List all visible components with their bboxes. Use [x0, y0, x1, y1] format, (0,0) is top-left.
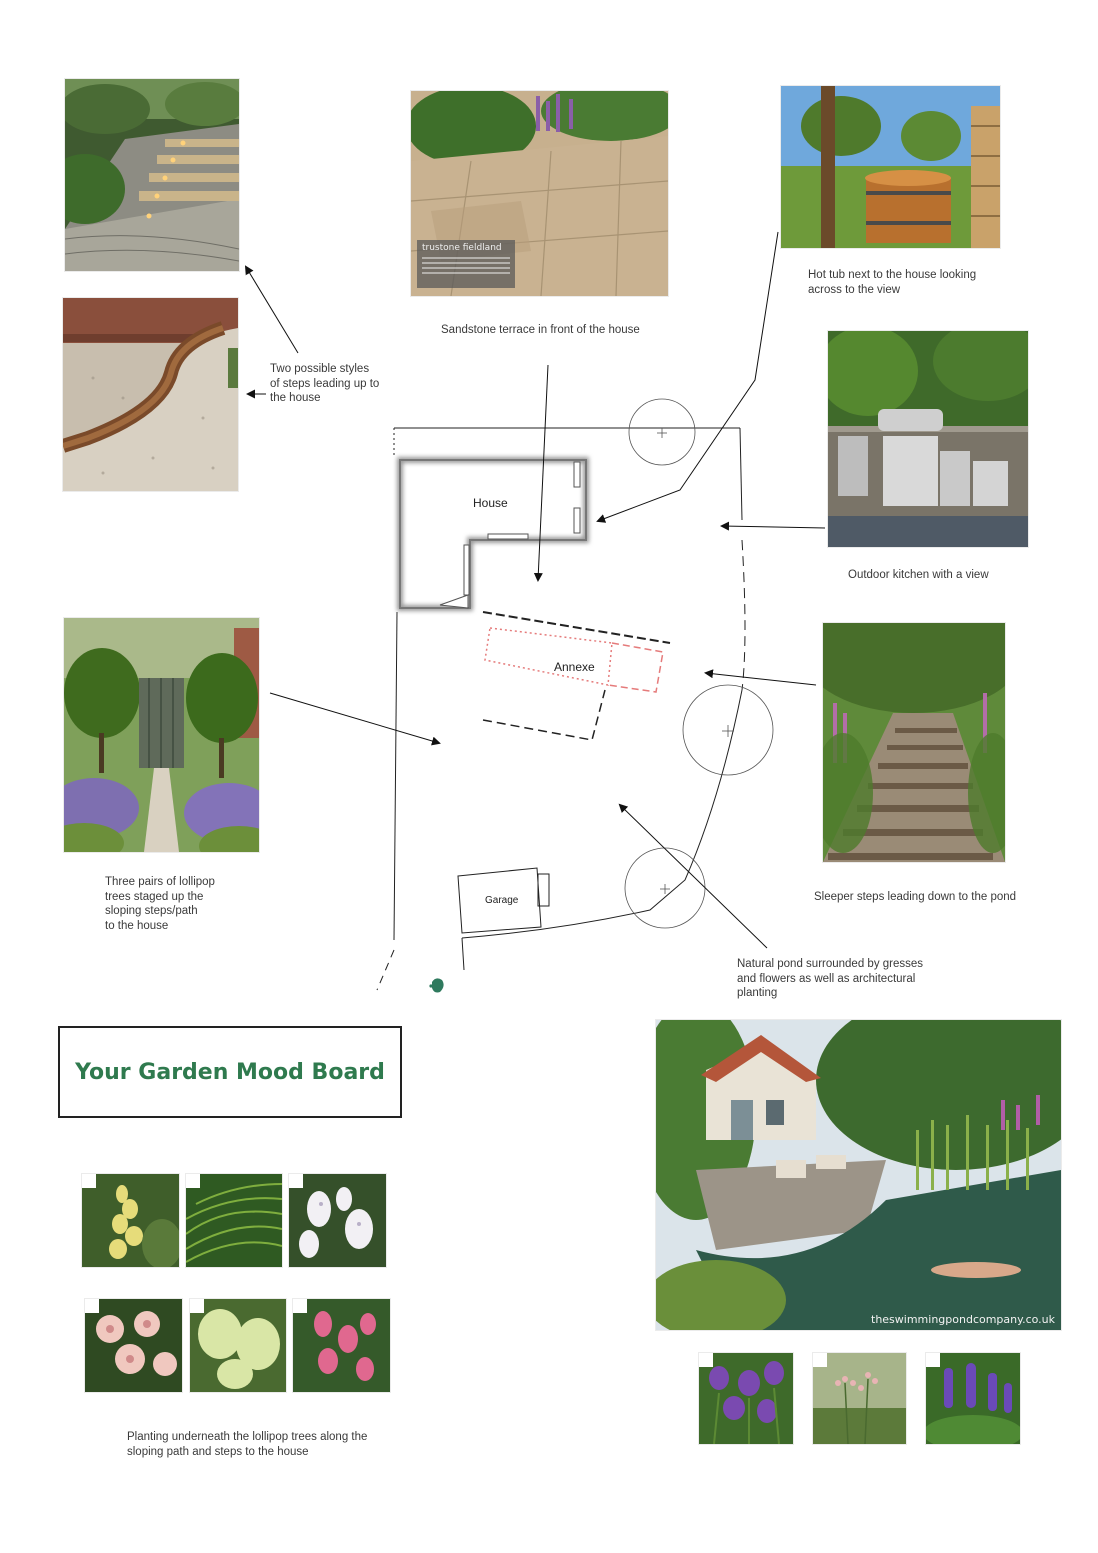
hellebore-image [85, 1299, 182, 1392]
plan-label-house: House [473, 496, 508, 510]
caption-sleeper-steps: Sleeper steps leading down to the pond [814, 891, 1017, 903]
thumb-corner [813, 1353, 827, 1367]
ornamental-grass-image [186, 1174, 282, 1267]
caption-terrace: Sandstone terrace in front of the house [441, 324, 640, 336]
caption-lollipop-trees: Three pairs of lollipop trees staged up … [105, 876, 215, 932]
pond-watermark: theswimmingpondcompany.co.uk [871, 1313, 1055, 1326]
photo-plant-flowering-rush [813, 1353, 906, 1444]
photo-sleeper-steps [823, 623, 1005, 862]
photo-plant-pickerel-weed [926, 1353, 1020, 1444]
thumb-corner [289, 1174, 303, 1188]
house-outline [397, 457, 589, 611]
purple-iris-image [699, 1353, 793, 1444]
thumb-corner [293, 1299, 307, 1313]
sleeper-steps-image [823, 623, 1005, 862]
hydrangea-image [190, 1299, 286, 1392]
white-flowers-image [289, 1174, 386, 1267]
photo-plant-white-flowers [289, 1174, 386, 1267]
photo-hot-tub [781, 86, 1000, 248]
thumb-corner [85, 1299, 99, 1313]
garage-outline [457, 867, 550, 934]
photo-swimming-pond: theswimmingpondcompany.co.uk [656, 1020, 1061, 1330]
flowering-rush-image [813, 1353, 906, 1444]
mood-board-title-box: Your Garden Mood Board [58, 1026, 402, 1118]
thumb-corner [926, 1353, 940, 1367]
caption-outdoor-kitchen: Outdoor kitchen with a view [848, 569, 989, 581]
penstemon-image [293, 1299, 390, 1392]
mood-board-title: Your Garden Mood Board [75, 1059, 385, 1085]
pickerel-weed-image [926, 1353, 1020, 1444]
lit-stone-steps-image [65, 79, 239, 271]
photo-plant-hellebore [85, 1299, 182, 1392]
hot-tub-image [781, 86, 1000, 248]
photo-plant-hydrangea [190, 1299, 286, 1392]
thumb-corner [699, 1353, 713, 1367]
yellow-foxglove-image [82, 1174, 179, 1267]
overlay-product-title: trustone fieldland [422, 243, 502, 253]
caption-natural-pond: Natural pond surrounded by gresses and f… [737, 958, 924, 999]
photo-plant-foxglove-yellow [82, 1174, 179, 1267]
photo-plant-iris [699, 1353, 793, 1444]
site-boundary [376, 427, 746, 991]
caption-hot-tub: Hot tub next to the house looking across… [808, 269, 977, 296]
photo-gravel-sleeper-path [63, 298, 238, 491]
photo-plant-grass [186, 1174, 282, 1267]
caption-planting: Planting underneath the lollipop trees a… [127, 1431, 368, 1458]
leaf-icon [429, 978, 444, 993]
plan-label-annexe: Annexe [554, 660, 595, 674]
product-overlay-card: trustone fieldland [417, 240, 515, 288]
annotation-arrows [244, 231, 826, 949]
swimming-pond-image [656, 1020, 1061, 1330]
thumb-corner [190, 1299, 204, 1313]
lollipop-trees-image [64, 618, 259, 852]
tree-circles [624, 398, 774, 929]
photo-lollipop-trees [64, 618, 259, 852]
photo-sandstone-terrace: trustone fieldland [411, 91, 668, 296]
overlay-text-lines [422, 257, 510, 274]
caption-steps-styles: Two possible styles of steps leading up … [270, 363, 380, 404]
photo-outdoor-kitchen [828, 331, 1028, 547]
thumb-corner [186, 1174, 200, 1188]
photo-plant-penstemon [293, 1299, 390, 1392]
photo-lit-stone-steps [65, 79, 239, 271]
gravel-path-image [63, 298, 238, 491]
thumb-corner [82, 1174, 96, 1188]
outdoor-kitchen-image [828, 331, 1028, 547]
plan-label-garage: Garage [485, 895, 519, 906]
annexe-outline [482, 611, 671, 741]
